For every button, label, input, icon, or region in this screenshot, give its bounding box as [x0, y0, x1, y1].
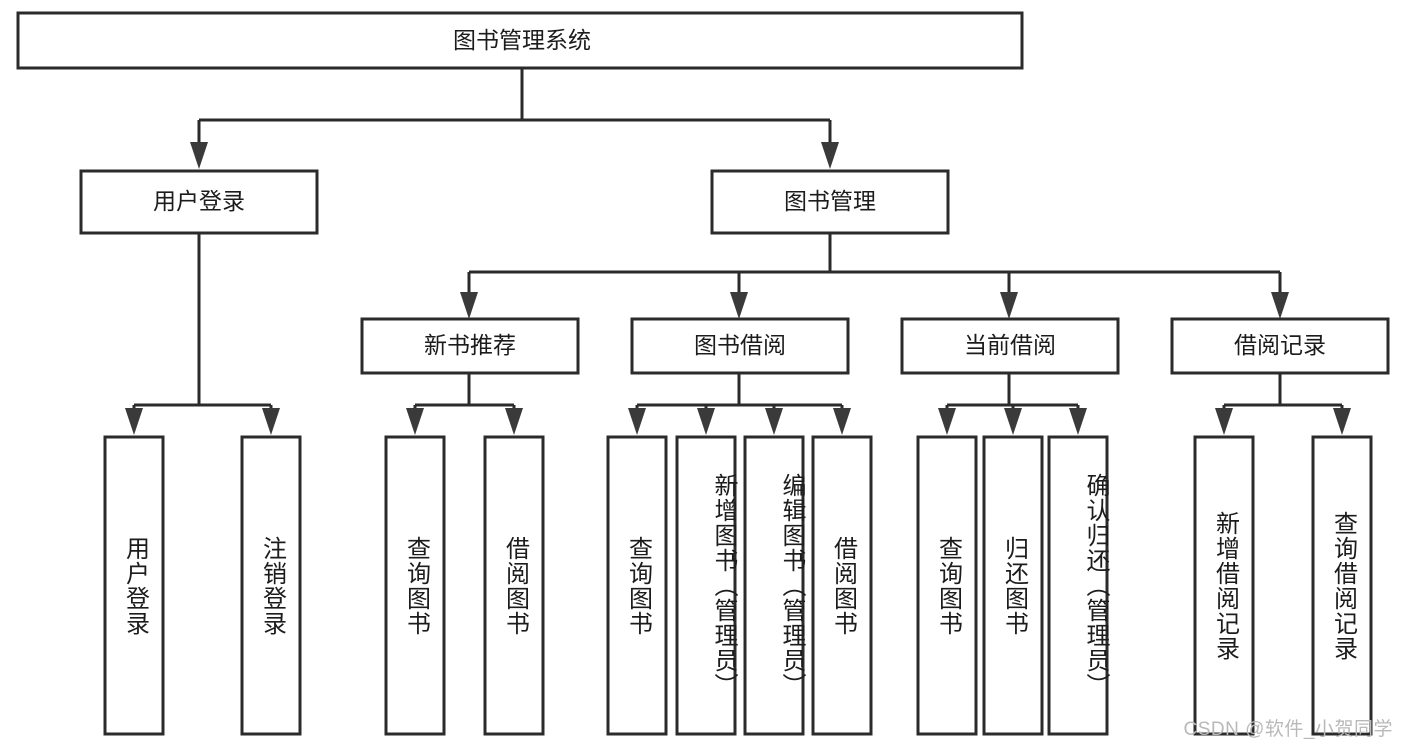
arrow-to-leaf-add-record	[1215, 408, 1233, 435]
arrow-to-leaf-query-book-2	[628, 408, 646, 435]
node-user-login-label: 用户登录	[153, 188, 245, 214]
connector-group-root	[190, 68, 839, 169]
node-leaf-query-book-1[interactable]	[384, 435, 446, 736]
node-user-login[interactable]: 用户登录	[79, 169, 319, 235]
node-leaf-borrow-book-2[interactable]	[811, 435, 873, 736]
node-book-borrow-label: 图书借阅	[694, 332, 786, 358]
node-root[interactable]: 图书管理系统	[16, 11, 1024, 70]
node-leaf-add-record[interactable]	[1193, 435, 1255, 736]
node-borrow-record[interactable]: 借阅记录	[1170, 317, 1390, 375]
arrow-to-leaf-return-book	[1004, 408, 1022, 435]
node-leaf-query-book-2[interactable]	[606, 435, 668, 736]
arrow-to-book-manage	[821, 142, 839, 169]
node-leaf-query-record[interactable]	[1311, 435, 1373, 736]
node-new-book-recommend[interactable]: 新书推荐	[360, 317, 580, 375]
connector-group-current-borrow	[938, 373, 1087, 435]
arrow-to-leaf-user-login	[125, 408, 143, 435]
arrow-to-new-book-recommend	[460, 292, 478, 319]
node-book-borrow[interactable]: 图书借阅	[630, 317, 850, 375]
connector-group-borrow-record	[1215, 373, 1351, 435]
node-borrow-record-label: 借阅记录	[1234, 332, 1326, 358]
arrow-to-leaf-logout-login	[262, 408, 280, 435]
arrow-to-leaf-borrow-book-1	[505, 408, 523, 435]
node-book-manage-label: 图书管理	[784, 188, 876, 214]
node-leaf-query-book-3[interactable]	[916, 435, 978, 736]
node-book-manage[interactable]: 图书管理	[710, 169, 950, 235]
node-leaf-user-login[interactable]	[103, 435, 165, 736]
node-new-book-recommend-label: 新书推荐	[424, 332, 516, 358]
arrow-to-leaf-query-book-3	[938, 408, 956, 435]
arrow-to-leaf-query-book-1	[406, 408, 424, 435]
arrow-to-book-borrow	[730, 292, 748, 319]
node-root-label: 图书管理系统	[453, 27, 591, 53]
arrow-to-leaf-confirm-return	[1069, 408, 1087, 435]
node-leaf-add-book[interactable]	[675, 435, 737, 736]
connector-group-book-borrow	[628, 373, 851, 435]
connector-group-book-manage	[460, 233, 1289, 319]
node-leaf-edit-book[interactable]	[743, 435, 805, 736]
csdn-watermark: CSDN @软件_小贺同学	[1183, 719, 1393, 740]
arrow-to-current-borrow	[1000, 292, 1018, 319]
node-current-borrow-label: 当前借阅	[964, 332, 1056, 358]
node-leaf-logout-login[interactable]	[240, 435, 302, 736]
arrow-to-leaf-edit-book	[765, 408, 783, 435]
node-leaf-confirm-return[interactable]	[1047, 435, 1109, 736]
connector-group-user-login	[125, 233, 280, 435]
connector-group-new-book-recommend	[406, 373, 523, 435]
arrow-to-leaf-add-book	[697, 408, 715, 435]
node-leaf-return-book[interactable]	[982, 435, 1044, 736]
node-leaf-borrow-book-1[interactable]	[483, 435, 545, 736]
arrow-to-leaf-query-record	[1333, 408, 1351, 435]
node-current-borrow[interactable]: 当前借阅	[900, 317, 1120, 375]
arrow-to-user-login	[190, 142, 208, 169]
arrow-to-leaf-borrow-book-2	[833, 408, 851, 435]
arrow-to-borrow-record	[1271, 292, 1289, 319]
